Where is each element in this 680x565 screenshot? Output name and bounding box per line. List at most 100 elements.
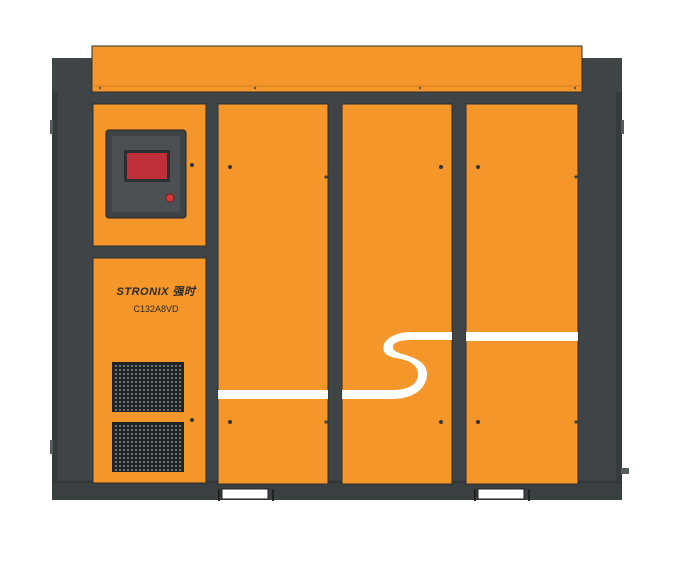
grille-hole — [123, 465, 125, 467]
grille-hole — [155, 441, 157, 443]
grille-hole — [159, 465, 161, 467]
grille-hole — [127, 365, 129, 367]
grille-hole — [175, 389, 177, 391]
grille-hole — [135, 445, 137, 447]
grille-hole — [171, 385, 173, 387]
grille-hole — [147, 401, 149, 403]
grille-hole — [159, 389, 161, 391]
grille-hole — [159, 409, 161, 411]
grille-hole — [135, 429, 137, 431]
grille-hole — [167, 425, 169, 427]
grille-hole — [155, 433, 157, 435]
grille-hole — [127, 441, 129, 443]
grille-hole — [139, 385, 141, 387]
grille-hole — [155, 429, 157, 431]
grille-hole — [143, 409, 145, 411]
grille-hole — [179, 381, 181, 383]
grille-hole — [147, 469, 149, 471]
grille-hole — [119, 373, 121, 375]
grille-hole — [175, 397, 177, 399]
grille-hole — [163, 385, 165, 387]
grille-hole — [171, 405, 173, 407]
grille-hole — [147, 389, 149, 391]
grille-hole — [135, 425, 137, 427]
grille-hole — [135, 461, 137, 463]
grille-hole — [175, 445, 177, 447]
grille-hole — [131, 465, 133, 467]
grille-hole — [147, 433, 149, 435]
grille-hole — [119, 465, 121, 467]
grille-hole — [179, 393, 181, 395]
grille-hole — [135, 405, 137, 407]
grille-hole — [123, 453, 125, 455]
grille-hole — [139, 369, 141, 371]
grille-hole — [119, 425, 121, 427]
grille-hole — [131, 429, 133, 431]
grille-hole — [151, 405, 153, 407]
grille-hole — [131, 389, 133, 391]
grille-hole — [131, 401, 133, 403]
grille-hole — [163, 453, 165, 455]
grille-hole — [147, 409, 149, 411]
grille-hole — [115, 401, 117, 403]
grille-hole — [167, 433, 169, 435]
grille-hole — [119, 469, 121, 471]
grille-hole — [167, 409, 169, 411]
grille-hole — [127, 465, 129, 467]
grille-hole — [115, 437, 117, 439]
grille-hole — [159, 405, 161, 407]
grille-hole — [179, 389, 181, 391]
grille-hole — [139, 469, 141, 471]
grille-hole — [167, 465, 169, 467]
grille-hole — [155, 409, 157, 411]
door-center — [341, 103, 453, 485]
grille-hole — [147, 437, 149, 439]
grille-hole — [127, 385, 129, 387]
grille-hole — [155, 401, 157, 403]
grille-hole — [119, 389, 121, 391]
grille-hole — [151, 377, 153, 379]
grille-hole — [143, 457, 145, 459]
grille-hole — [147, 441, 149, 443]
model-label: C132A8VD — [133, 304, 179, 314]
grille-hole — [175, 469, 177, 471]
grille-hole — [151, 449, 153, 451]
grille-hole — [139, 377, 141, 379]
grille-hole — [143, 453, 145, 455]
grille-hole — [159, 385, 161, 387]
grille-hole — [151, 385, 153, 387]
grille-hole — [175, 461, 177, 463]
grille-hole — [123, 429, 125, 431]
grille-hole — [171, 445, 173, 447]
grille-hole — [175, 381, 177, 383]
grille-hole — [171, 429, 173, 431]
grille-hole — [155, 373, 157, 375]
grille-hole — [179, 429, 181, 431]
grille-hole — [127, 393, 129, 395]
grille-hole — [179, 425, 181, 427]
grille-hole — [163, 373, 165, 375]
grille-hole — [135, 389, 137, 391]
grille-hole — [119, 445, 121, 447]
grille-hole — [139, 381, 141, 383]
grille-hole — [167, 437, 169, 439]
grille-hole — [119, 381, 121, 383]
grille-hole — [139, 389, 141, 391]
grille-hole — [135, 373, 137, 375]
grille-hole — [167, 441, 169, 443]
grille-hole — [119, 449, 121, 451]
grille-hole — [171, 461, 173, 463]
grille-hole — [163, 433, 165, 435]
grille-hole — [163, 381, 165, 383]
grille-hole — [167, 377, 169, 379]
grille-hole — [119, 405, 121, 407]
grille-hole — [155, 393, 157, 395]
grille-hole — [139, 453, 141, 455]
grille-hole — [175, 373, 177, 375]
grille-hole — [151, 365, 153, 367]
grille-hole — [179, 377, 181, 379]
grille-hole — [179, 457, 181, 459]
grille-hole — [115, 405, 117, 407]
grille-hole — [139, 465, 141, 467]
controller-display — [127, 153, 167, 179]
